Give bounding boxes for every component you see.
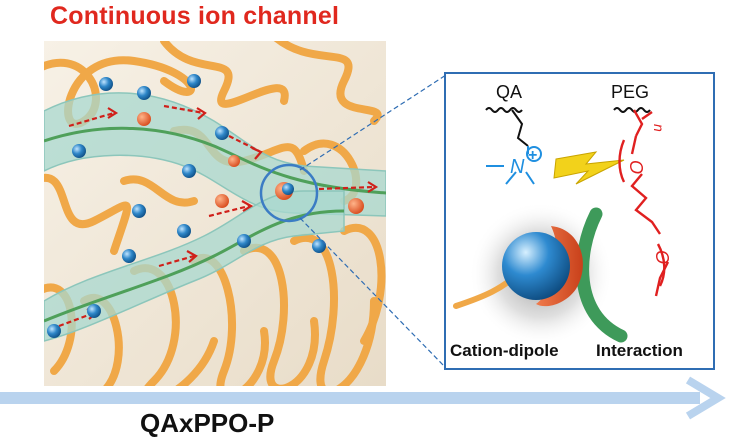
peg-chain (618, 109, 670, 297)
plus-sign: + (528, 147, 537, 164)
material-label: QAxPPO-P (140, 408, 275, 438)
zoom-circle (259, 163, 319, 223)
ion-channel-illustration (44, 41, 386, 386)
peg-label: PEG (611, 82, 649, 102)
qa-chain (511, 109, 529, 147)
n-subscript: n (651, 124, 667, 132)
peg-backbone (613, 107, 651, 113)
direction-arrow (0, 376, 726, 420)
arrow-shaft (0, 392, 700, 404)
arrow-head (685, 376, 726, 420)
lightning-bolt-icon (553, 151, 625, 185)
qa-backbone (485, 107, 523, 113)
dipole-fiber (576, 207, 628, 343)
figure-title: Continuous ion channel (50, 2, 340, 30)
cation-ball (502, 232, 570, 300)
caption-interaction: Interaction (596, 341, 683, 360)
qa-label: QA (496, 82, 522, 102)
quaternary-ammonium-group (486, 146, 542, 185)
inset-box: QA PEG N + n O O (444, 72, 715, 370)
nitrogen-label: N (510, 156, 525, 178)
cations (47, 74, 364, 338)
inset-diagram: QA PEG N + n O O (450, 82, 683, 360)
caption-cation-dipole: Cation-dipole (450, 341, 559, 360)
oxygen-label-1: O (626, 160, 646, 174)
oxygen-label-2: O (652, 250, 672, 264)
ion-channel (44, 92, 386, 342)
transport-arrows (58, 104, 379, 328)
